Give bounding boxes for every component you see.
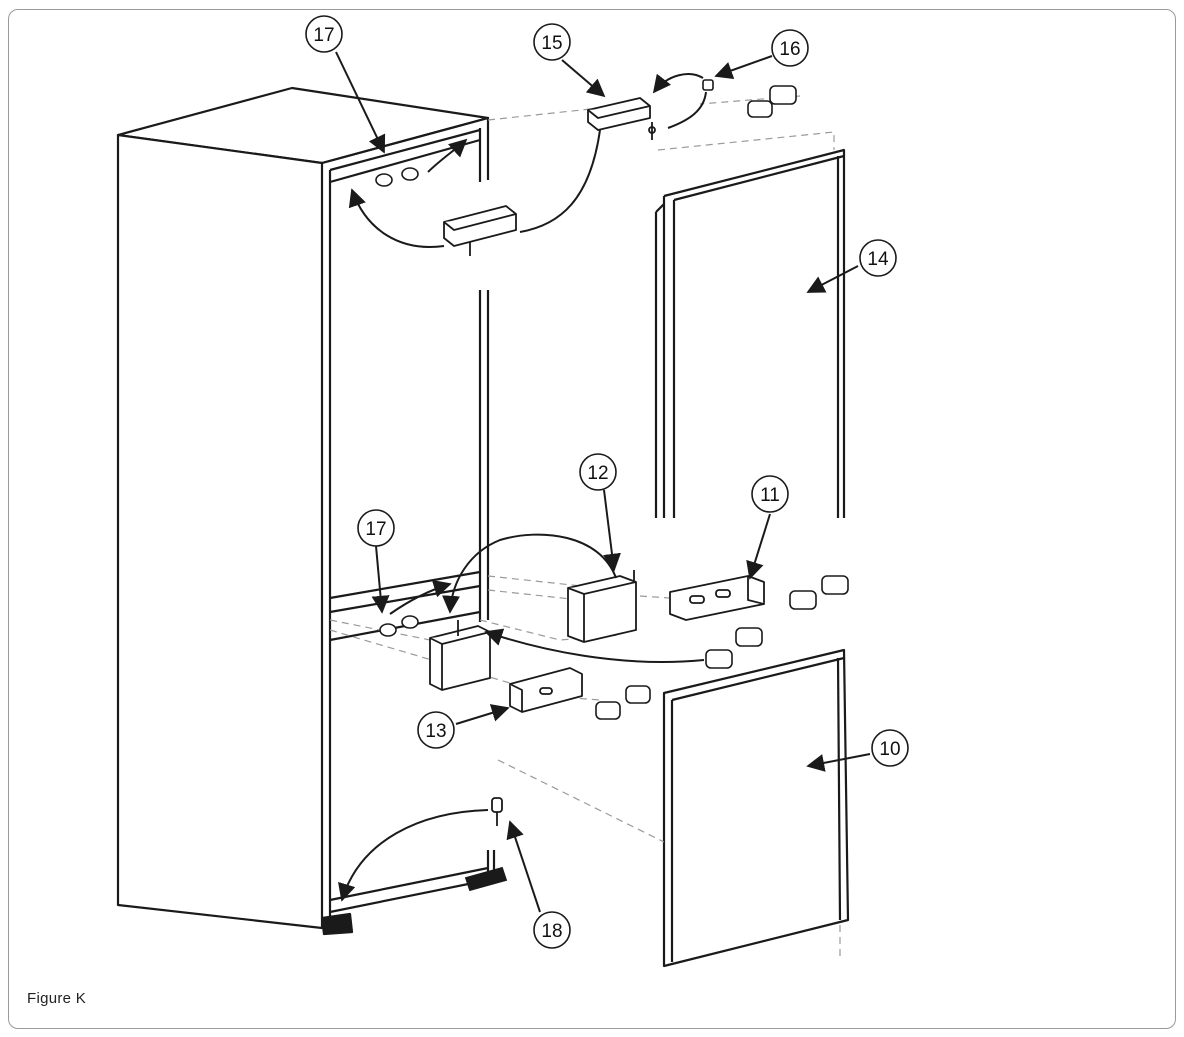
cabinet-foot — [320, 912, 354, 936]
callouts: 17 15 16 14 12 11 17 13 — [305, 15, 909, 949]
cabinet-screws-middle — [379, 615, 419, 637]
callout-17-top: 17 — [305, 15, 343, 53]
callout-12-label: 12 — [587, 463, 608, 484]
callout-10: 10 — [871, 729, 909, 767]
upper-hinge — [587, 97, 656, 140]
callout-13-label: 13 — [425, 721, 446, 742]
callout-16: 16 — [771, 29, 809, 67]
callout-14-label: 14 — [867, 249, 889, 270]
callout-17-top-label: 17 — [313, 25, 334, 46]
upper-hinge-moved — [443, 205, 517, 256]
callout-13: 13 — [417, 711, 455, 749]
cabinet-left-side — [116, 133, 324, 930]
hinge-pin — [702, 79, 714, 91]
lower-hinge-plate — [509, 667, 583, 713]
callout-16-label: 16 — [779, 39, 800, 60]
callout-14: 14 — [859, 239, 897, 277]
callout-17-middle: 17 — [357, 509, 395, 547]
middle-hinge-plate — [669, 575, 765, 621]
movement-arrows — [338, 73, 707, 902]
top-opening-rail — [329, 128, 481, 172]
middle-screws — [705, 575, 849, 669]
lower-hinge-bracket — [429, 620, 491, 691]
callout-leaders — [335, 51, 871, 913]
figure-caption: Figure K — [27, 990, 87, 1007]
middle-hinge-bracket — [567, 570, 637, 643]
bottom-rail — [329, 866, 489, 914]
upper-screws — [747, 85, 797, 118]
callout-18-label: 18 — [541, 921, 562, 942]
upper-door — [654, 148, 846, 518]
bottom-hinge-pin — [491, 797, 503, 826]
callout-17-middle-label: 17 — [365, 519, 386, 540]
cabinet-screws-top — [375, 167, 419, 187]
callout-10-label: 10 — [879, 739, 900, 760]
callout-11: 11 — [751, 475, 789, 513]
bottom-hinge — [464, 866, 508, 892]
callout-11-label: 11 — [760, 485, 780, 506]
lower-door — [662, 648, 850, 968]
callout-18: 18 — [533, 911, 571, 949]
callout-15-label: 15 — [541, 33, 562, 54]
lower-screws — [595, 685, 651, 720]
refrigerator-cabinet — [116, 86, 496, 936]
callout-15: 15 — [533, 23, 571, 61]
callout-12: 12 — [579, 453, 617, 491]
